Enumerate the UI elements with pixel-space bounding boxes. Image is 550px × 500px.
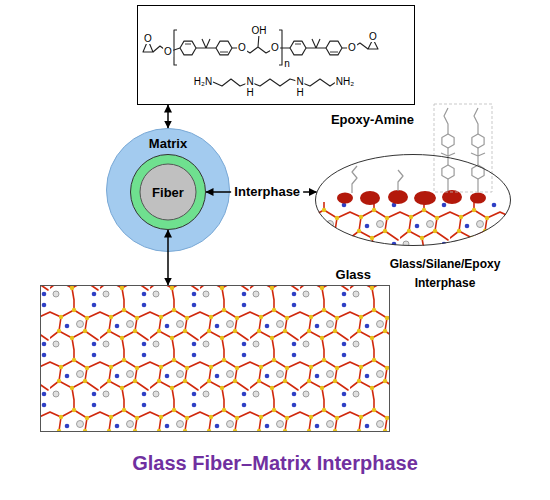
atom-label: NH₂: [335, 77, 355, 87]
fiber-circle: Fiber: [130, 154, 206, 230]
glass-box: Glass: [40, 285, 390, 432]
caption: Glass Fiber–Matrix Interphase: [0, 452, 550, 475]
fiber-core: [140, 164, 196, 220]
atom-label: O: [163, 47, 173, 57]
atom-label: O: [347, 43, 357, 53]
glass-network: [41, 286, 389, 431]
atom-label: O: [270, 43, 280, 53]
edge-label: Interphase: [231, 184, 303, 200]
text-holder: Glass: [336, 265, 371, 283]
atom-label: N: [245, 77, 254, 87]
silane-blobs: [337, 190, 486, 205]
interphase-ellipse-outline: [316, 155, 511, 246]
interphase-ellipse-shape: [315, 154, 511, 246]
interphase-ring: [131, 155, 206, 230]
atom-label: N: [295, 77, 304, 87]
atom-label: O: [237, 43, 247, 53]
double-arrow: [167, 105, 169, 128]
matrix-circle: MatrixFiber: [106, 128, 230, 252]
double-arrow: [167, 230, 169, 285]
atom-label: H: [295, 88, 304, 98]
atom-label: OH: [251, 26, 268, 36]
atom-label: O: [143, 34, 153, 44]
atom-label: H: [245, 88, 254, 98]
text-holder: Fiber: [130, 183, 206, 201]
interphase-illustration: [315, 202, 511, 248]
text-holder: Glass/Silane/Epoxy Interphase: [370, 254, 520, 291]
node-label: Matrix: [149, 136, 187, 151]
atom-label: H₂N: [193, 77, 213, 87]
box-heading: Glass: [336, 267, 371, 282]
text-holder: Epoxy-Amine: [331, 110, 414, 128]
interphase-ellipse: Glass/Silane/Epoxy Interphase: [315, 154, 511, 246]
text-holder: Matrix: [106, 134, 230, 152]
structure-box: Epoxy-Amine: [137, 5, 415, 105]
atom-label: O: [368, 32, 378, 42]
atom-label: n: [283, 59, 291, 69]
node-label: Glass/Silane/Epoxy Interphase: [390, 257, 501, 290]
matrix-circle-outline: [107, 129, 230, 252]
amine-structure: [213, 79, 336, 86]
node-label: Fiber: [152, 185, 184, 200]
box-heading: Epoxy-Amine: [331, 112, 414, 127]
